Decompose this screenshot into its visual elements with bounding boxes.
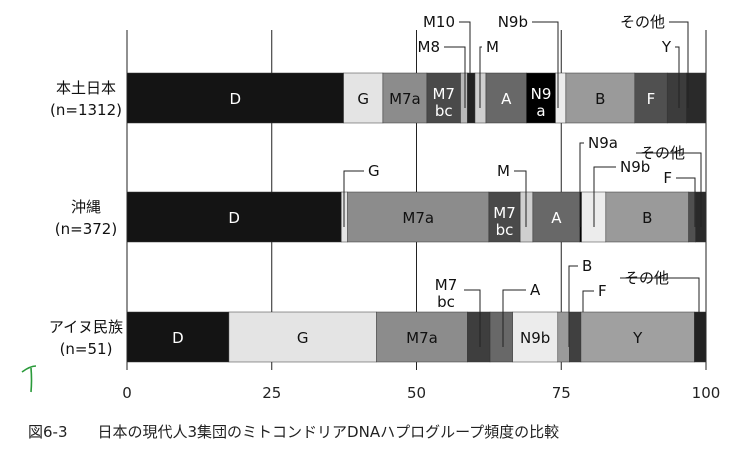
bar-segment-G (343, 72, 384, 124)
bar-segment-M7a (376, 311, 468, 363)
callout-label-M10: M10 (423, 13, 455, 31)
callout-label-M8: M8 (418, 38, 441, 56)
leader-line-N9b (593, 166, 616, 227)
callout-label-M: M (486, 38, 499, 56)
callout-label-N9b: N9b (620, 158, 650, 176)
callout-label-F: F (598, 282, 607, 300)
bar-segment-N9b (512, 311, 559, 363)
x-tick-label: 75 (552, 384, 571, 402)
callout-label-N9a: N9a (588, 134, 618, 152)
callout-label-N9b: N9b (498, 13, 528, 31)
row-label: 本土日本 (56, 79, 116, 97)
row-label: アイヌ民族 (49, 318, 123, 336)
callout-label-B: B (582, 257, 592, 275)
bar-segment-M10 (467, 72, 476, 124)
row-label: 沖縄 (71, 198, 101, 216)
callout-label-other: その他 (624, 269, 669, 287)
callout-label-M: M (497, 162, 510, 180)
leader-line-G (343, 170, 364, 227)
bar-segment-F (569, 311, 582, 363)
leader-line-other (620, 277, 700, 347)
segment-label-M7a: M7a (406, 329, 438, 347)
bar-segment-M (519, 191, 534, 243)
leader-line-other (636, 152, 702, 227)
leader-line-other (669, 21, 689, 108)
x-tick-label: 100 (692, 384, 721, 402)
bar-segment-M7bc (467, 311, 491, 363)
leader-line-Y (675, 46, 680, 108)
bar-segment-N9b (555, 72, 567, 124)
leader-line-M10 (459, 21, 471, 108)
leader-line-F (676, 177, 696, 227)
handwritten-mark (21, 365, 37, 393)
bar-segment-A (489, 311, 513, 363)
bar-segment-D (126, 311, 230, 363)
segment-label-G: G (357, 90, 369, 108)
segment-label-M7a: M7a (402, 209, 434, 227)
leader-line-M7bc (464, 289, 481, 347)
segment-label-D: D (228, 209, 240, 227)
row-n-label: (n=51) (60, 340, 113, 358)
bar-segment-D (126, 191, 342, 243)
callout-label-other: その他 (640, 144, 685, 162)
bar-segment-B (557, 311, 570, 363)
segment-label-B: B (595, 90, 605, 108)
callout-label-Y: Y (661, 38, 672, 56)
callout-label-A: A (530, 281, 541, 299)
row-n-label: (n=1312) (50, 101, 122, 119)
bar-segment-A (532, 191, 581, 243)
segment-label-D: D (229, 90, 241, 108)
leader-line-M8 (444, 46, 466, 108)
segment-label-A: A (501, 90, 512, 108)
bar-segment-M8 (460, 72, 468, 124)
callout-label-other: その他 (620, 13, 665, 31)
bar-segment-F (634, 72, 668, 124)
segment-label-F: F (647, 90, 656, 108)
leader-line-N9a (579, 142, 584, 227)
bar-segment-M7a (347, 191, 490, 243)
bar-segment-other (686, 72, 707, 124)
callout-label-F: F (663, 169, 672, 187)
callout-label-G: G (368, 162, 380, 180)
row-n-label: (n=372) (55, 220, 117, 238)
leader-line-M (514, 170, 527, 227)
segment-label-Y: Y (632, 329, 643, 347)
leader-line-N9b (532, 21, 559, 108)
leader-line-A (502, 289, 526, 347)
segment-label-G: G (297, 329, 309, 347)
bar-segment-B (565, 72, 636, 124)
x-tick-label: 0 (122, 384, 132, 402)
bar-segment-M7bc (426, 72, 461, 124)
x-tick-label: 50 (407, 384, 426, 402)
figure-number: 図6-3 (28, 423, 68, 441)
bar-segment-D (126, 72, 344, 124)
segment-label-M7a: M7a (389, 90, 421, 108)
x-tick-label: 25 (262, 384, 281, 402)
bar-segment-M7a (382, 72, 428, 124)
caption-text: 日本の現代人3集団のミトコンドリアDNAハプログループ頻度の比較 (97, 423, 560, 441)
bar-segment-other (694, 311, 707, 363)
bar-segment-N9a (526, 72, 556, 124)
figure-caption: 図6-3 日本の現代人3集団のミトコンドリアDNAハプログループ頻度の比較 (28, 421, 589, 442)
segment-label-B: B (642, 209, 652, 227)
bar-segment-Y (580, 311, 695, 363)
leader-line-M (479, 46, 482, 108)
segment-label-D: D (172, 329, 184, 347)
segment-label-N9b: N9b (520, 329, 550, 347)
bar-segment-Y (666, 72, 687, 124)
leader-line-B (568, 265, 578, 347)
segment-label-A: A (551, 209, 562, 227)
bar-segment-G (228, 311, 377, 363)
